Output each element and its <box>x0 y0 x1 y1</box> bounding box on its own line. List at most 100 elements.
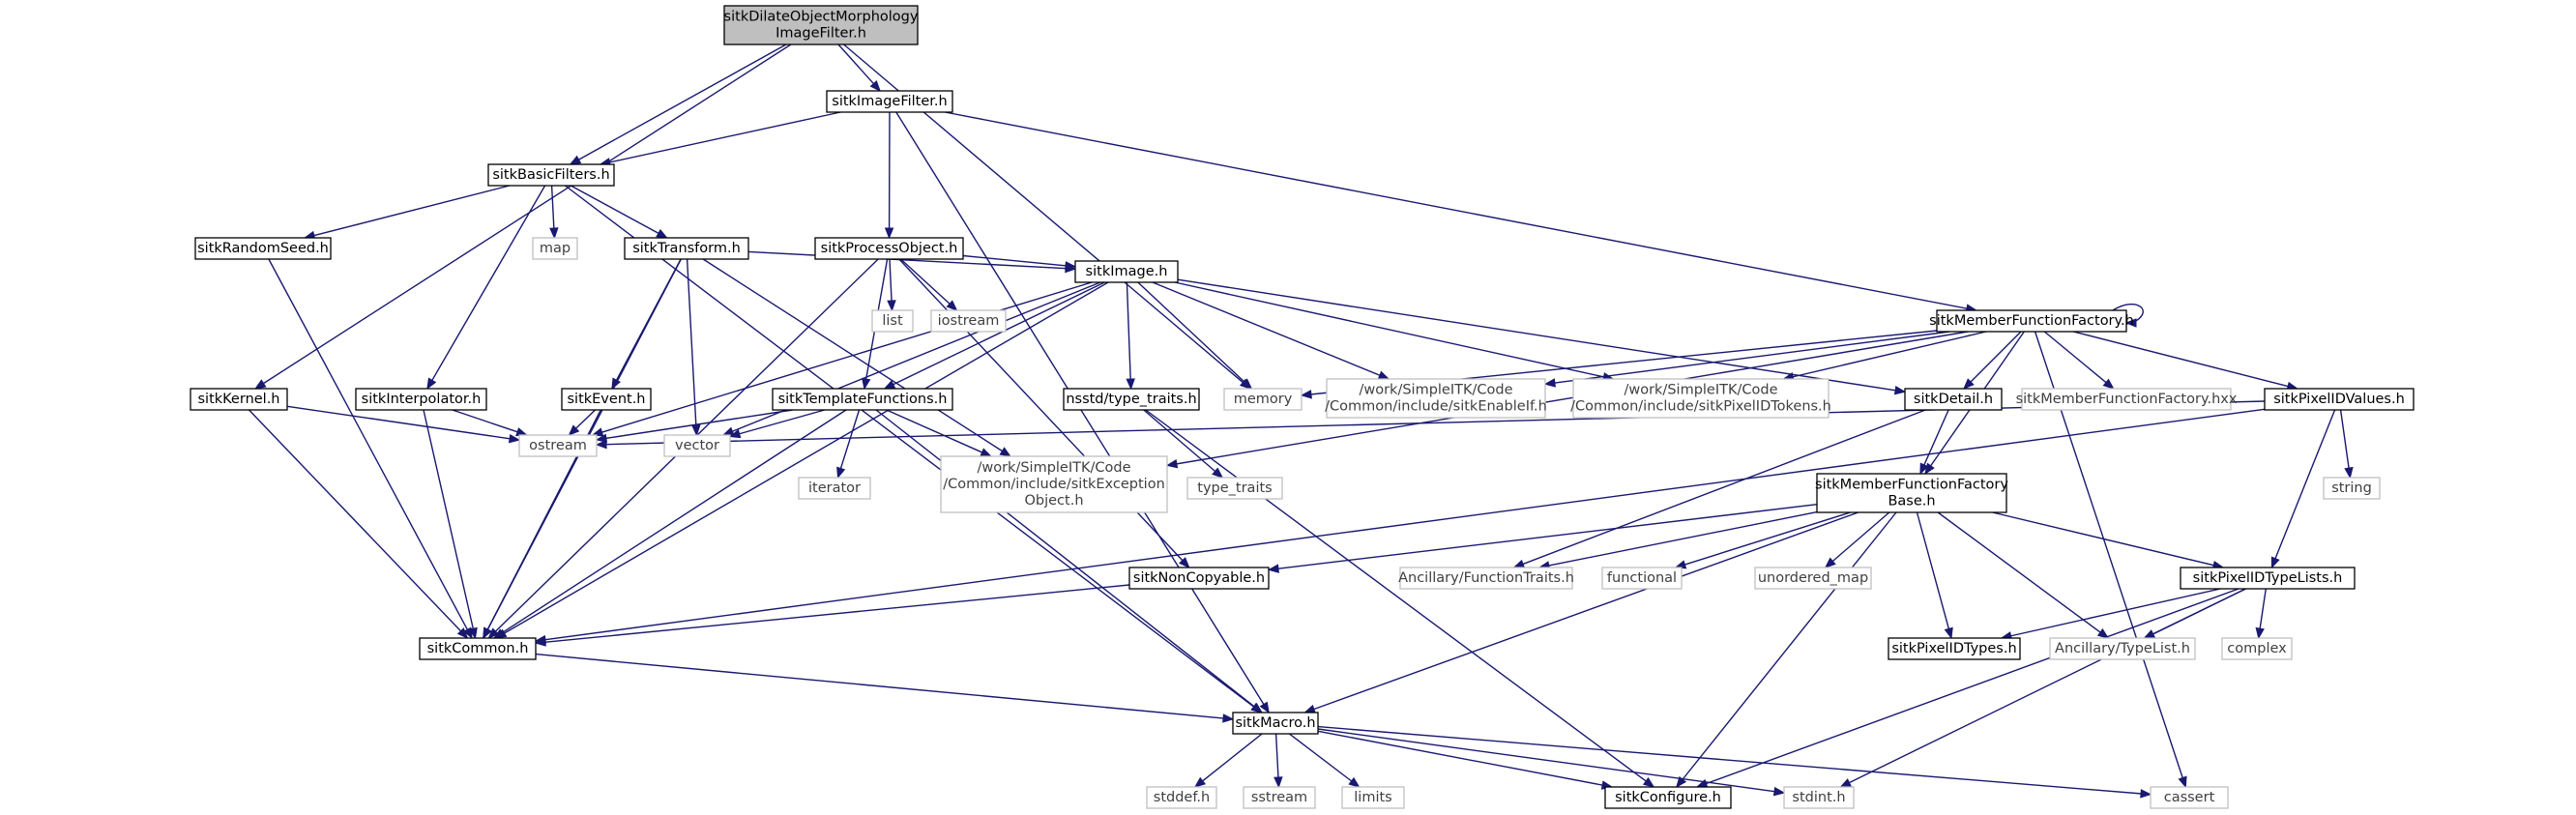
edge-common-to-macro <box>535 653 1235 723</box>
edge-arrowhead <box>728 429 742 439</box>
edge-line <box>248 409 462 632</box>
node-sitkprocessobject-h[interactable]: sitkProcessObject.h <box>814 237 964 260</box>
node-sitktemplatefunctions-h[interactable]: sitkTemplateFunctions.h <box>772 388 953 411</box>
edge-mffbase-to-noncopyable <box>1267 504 1818 573</box>
edge-arrowhead <box>1839 778 1852 788</box>
node-sitkkernel-h[interactable]: sitkKernel.h <box>190 388 288 411</box>
edge-mffbase-to-unordered_map <box>1824 511 1890 568</box>
node-sitkevent-h[interactable]: sitkEvent.h <box>561 388 652 411</box>
node-sitktransform-h[interactable]: sitkTransform.h <box>624 237 749 260</box>
edge-arrowhead <box>534 637 546 647</box>
edge-line <box>1288 733 1353 783</box>
node-box <box>1888 637 2021 660</box>
node-label: sitkNonCopyable.h <box>1133 570 1265 586</box>
edge-pixelidvalues-to-common <box>534 408 2266 645</box>
edge-pixelidtypelists-to-configure <box>1695 588 2239 788</box>
node-label: complex <box>2227 641 2287 656</box>
edge-line <box>268 258 469 631</box>
edge-image-to-memory <box>1137 281 1253 390</box>
edge-arrowhead <box>1303 704 1316 713</box>
edge-line <box>535 653 1225 719</box>
edge-processobject-to-image <box>962 254 1077 271</box>
node-sitkcommon-h[interactable]: sitkCommon.h <box>419 637 537 660</box>
edge-arrowhead <box>1273 776 1283 789</box>
node-work-simpleitk-code-common-include-sitkexceptionobject-h: /work/SimpleITK/Code/Common/include/sitk… <box>940 455 1168 513</box>
edge-pixelidtypelists-to-pixelidtypes <box>2000 588 2221 641</box>
node-sitkpixelidtypelists-h[interactable]: sitkPixelIDTypeLists.h <box>2180 567 2356 590</box>
edge-line <box>604 409 793 440</box>
edge-line <box>503 281 1109 635</box>
node-box <box>1128 567 1270 590</box>
edge-line <box>945 111 1969 309</box>
edge-line <box>1683 511 1851 566</box>
node-label: vector <box>675 438 719 453</box>
edge-arrowhead <box>1348 776 1361 788</box>
node-sitkconfigure-h[interactable]: sitkConfigure.h <box>1604 786 1732 809</box>
node-sitkimagefilter-h[interactable]: sitkImageFilter.h <box>826 90 953 113</box>
edge-processobject-to-iostream <box>900 258 958 311</box>
node-label: map <box>540 241 571 256</box>
node-nsstd-type-traits-h[interactable]: nsstd/type_traits.h <box>1063 388 1200 411</box>
edge-line <box>1175 331 1969 465</box>
node-label: sitkPixelIDTypes.h <box>1891 641 2016 656</box>
node-ancillary-typelist-h: Ancillary/TypeList.h <box>2049 637 2196 660</box>
edge-nsstd-to-configure <box>1145 409 1655 788</box>
edge-mff-to-enableif <box>1543 331 1950 388</box>
edge-line <box>1831 511 1890 563</box>
edge-arrowhead <box>1963 378 1975 390</box>
edge-line <box>1201 733 1263 782</box>
node-sitkpixelidtypes-h[interactable]: sitkPixelIDTypes.h <box>1888 637 2021 660</box>
node-sitkinterpolator-h[interactable]: sitkInterpolator.h <box>355 388 487 411</box>
node-box <box>723 5 919 45</box>
node-label: memory <box>1234 392 1293 407</box>
node-sitkdetail-h[interactable]: sitkDetail.h <box>1904 388 2003 411</box>
node-label: sitkMacro.h <box>1235 715 1315 731</box>
edge-arrowhead <box>568 424 580 436</box>
edge-line <box>1145 409 1648 783</box>
edge-line <box>2043 331 2108 384</box>
edge-image-to-pixelidtokens <box>1174 281 1615 382</box>
edge-arrowhead <box>549 227 559 240</box>
edge-line <box>892 281 1105 386</box>
edge-randomseed-to-common <box>268 258 473 640</box>
node-type-traits: type_traits <box>1186 477 1283 500</box>
edge-arrowhead <box>487 627 500 639</box>
edge-line <box>837 44 875 85</box>
edge-mffbase-to-functional <box>1674 511 1851 569</box>
edge-arrowhead <box>2124 318 2137 328</box>
node-box <box>930 309 1007 333</box>
node-box <box>532 237 578 260</box>
node-sitkpixelidvalues-h[interactable]: sitkPixelIDValues.h <box>2264 388 2415 411</box>
node-box <box>2323 477 2381 500</box>
node-sitkrandomseed-h[interactable]: sitkRandomSeed.h <box>194 237 332 260</box>
edge-arrowhead <box>1250 702 1264 713</box>
node-sitkimage-h[interactable]: sitkImage.h <box>1074 260 1179 283</box>
node-functional: functional <box>1601 567 1683 590</box>
node-label: ostream <box>529 438 587 453</box>
node-sitkmemberfunctionfactory-h[interactable]: sitkMemberFunctionFactory.h <box>1929 309 2134 333</box>
node-sitknoncopyable-h[interactable]: sitkNonCopyable.h <box>1128 567 1270 590</box>
node-stdint-h: stdint.h <box>1783 786 1855 809</box>
node-sitkmacro-h[interactable]: sitkMacro.h <box>1232 712 1319 735</box>
edge-arrowhead <box>483 626 492 640</box>
node-label: sitkEvent.h <box>567 392 645 407</box>
node-ancillary-functiontraits-h: Ancillary/FunctionTraits.h <box>1398 567 1574 590</box>
node-box <box>826 90 953 113</box>
node-box <box>355 388 487 411</box>
edge-mffbase-to-pixelidtypes <box>1916 511 1953 640</box>
edge-arrowhead <box>999 447 1011 457</box>
node-label: /Common/include/sitkPixelIDTokens.h <box>1570 399 1831 415</box>
edge-macro-to-stddef <box>1193 733 1263 788</box>
edge-line <box>2339 409 2350 470</box>
edge-line <box>2259 588 2267 630</box>
edge-line <box>501 409 847 634</box>
edge-arrowhead <box>1543 378 1556 388</box>
edge-arrowhead <box>721 426 735 436</box>
node-label: sitkDetail.h <box>1914 392 1993 407</box>
edge-line <box>1312 511 1859 711</box>
node-box <box>1904 388 2003 411</box>
node-sitkbasicfilters-h[interactable]: sitkBasicFilters.h <box>487 163 615 187</box>
edge-line <box>747 250 1068 270</box>
